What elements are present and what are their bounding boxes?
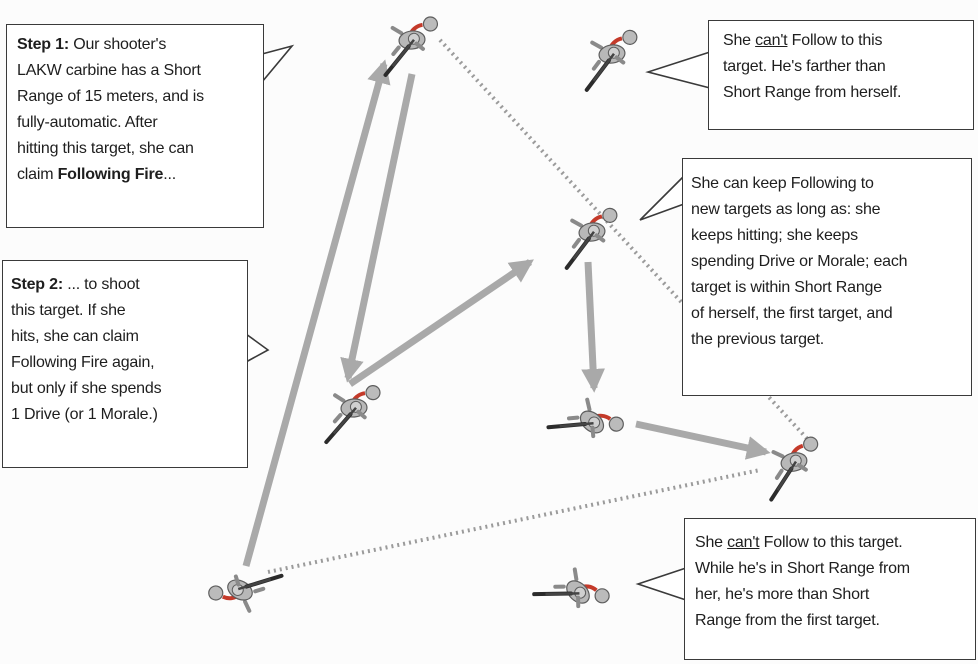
keep_following-line-6: of herself, the first target, and (691, 301, 967, 327)
step2-line-2: this target. If she (11, 298, 241, 324)
cant_first-line-1-under: can't (727, 534, 760, 551)
cant_first-line-3-text: her, he's more than Short (695, 586, 870, 603)
step2-line-3-text: hits, she can claim (11, 328, 139, 345)
cant_first-line-1: She can't Follow to this target. (695, 530, 971, 556)
keep_following-line-7: the previous target. (691, 327, 967, 353)
cant_first-line-4: Range from the first target. (695, 608, 971, 634)
cant_far-line-2: target. He's farther than (723, 54, 967, 80)
keep_following-line-4-text: spending Drive or Morale; each (691, 253, 908, 270)
keep_following-line-1-text: She can keep Following to (691, 175, 874, 192)
step1-tail (261, 44, 295, 83)
keep_following-line-4: spending Drive or Morale; each (691, 249, 967, 275)
step1-line-4-text: fully-automatic. After (17, 114, 158, 131)
step1-line-4: fully-automatic. After (17, 110, 257, 136)
step2-line-4: Following Fire again, (11, 350, 241, 376)
cant_far-line-1-rest: Follow to this (787, 32, 883, 49)
step2-line-1-rest: ... to shoot (62, 276, 140, 293)
cant_far-line-3: Short Range from herself. (723, 80, 967, 106)
keep_following-line-3: keeps hitting; she keeps (691, 223, 967, 249)
cant_first-line-2-text: While he's in Short Range from (695, 560, 910, 577)
step2-line-1: Step 2: ... to shoot (11, 272, 241, 298)
cant_first-line-4-text: Range from the first target. (695, 612, 880, 629)
arrow-shooter-to-target1 (242, 59, 391, 567)
step1-line-5-text: hitting this target, she can (17, 140, 194, 157)
cant_far-line-2-text: target. He's farther than (723, 58, 886, 75)
shooter-figure-icon (206, 549, 281, 623)
keep_following-line-6-text: of herself, the first target, and (691, 305, 893, 322)
step2-line-1-bold: Step 2: (11, 276, 63, 293)
arrow-target1-to-target2 (340, 73, 416, 383)
step1-line-2: LAKW carbine has a Short (17, 58, 257, 84)
follow-arrows (242, 59, 771, 567)
step1-line-1-bold: Step 1: (17, 36, 69, 53)
step1-line-2-text: LAKW carbine has a Short (17, 62, 201, 79)
soldier-figure-icon (320, 383, 386, 445)
soldier-figure-icon (546, 384, 629, 466)
keep_following-line-1: She can keep Following to (691, 171, 967, 197)
step1-line-6-rest: ... (163, 166, 176, 183)
step2-line-5: but only if she spends (11, 376, 241, 402)
step1-line-5: hitting this target, she can (17, 136, 257, 162)
arrow-target4-to-target5 (635, 420, 771, 460)
step2-line-5-text: but only if she spends (11, 380, 162, 397)
step2-line-6-text: 1 Drive (or 1 Morale.) (11, 406, 158, 423)
arrow-target3-to-target4 (581, 261, 605, 393)
step1-line-6: claim Following Fire... (17, 162, 257, 188)
cant-far-tail (645, 51, 711, 89)
keep_following-line-5: target is within Short Range (691, 275, 967, 301)
soldier-figure-icon (577, 27, 646, 92)
step2-line-6: 1 Drive (or 1 Morale.) (11, 402, 241, 428)
cant_far-line-3-text: Short Range from herself. (723, 84, 902, 101)
soldier-figure-icon (758, 433, 830, 502)
cant_first-line-3: her, he's more than Short (695, 582, 971, 608)
keep-following-tail (639, 175, 685, 221)
keep_following-line-2-text: new targets as long as: she (691, 201, 881, 218)
cant_far-line-1-under: can't (755, 32, 788, 49)
arrow-target2-to-target3 (348, 259, 534, 387)
step1-line-1-rest: Our shooter's (68, 36, 167, 53)
cant_far-line-1: She can't Follow to this (723, 28, 967, 54)
keep_following-line-5-text: target is within Short Range (691, 279, 882, 296)
callout-tails (245, 44, 711, 601)
step2-tail (245, 333, 270, 363)
callout-cant-follow-first: She can't Follow to this target. While he… (684, 518, 976, 660)
step1-line-1: Step 1: Our shooter's (17, 32, 257, 58)
callout-cant-follow-far: She can't Follow to this target. He's far… (708, 20, 974, 130)
step2-line-3: hits, she can claim (11, 324, 241, 350)
cant-first-tail (635, 567, 687, 601)
callout-keep-following: She can keep Following to new targets as … (682, 158, 972, 396)
cant_first-line-2: While he's in Short Range from (695, 556, 971, 582)
keep_following-line-3-text: keeps hitting; she keeps (691, 227, 858, 244)
step2-line-2-text: this target. If she (11, 302, 126, 319)
keep_following-line-2: new targets as long as: she (691, 197, 967, 223)
step1-line-6-bold: Following Fire (57, 166, 164, 183)
step1-line-6-pre: claim (17, 166, 58, 183)
cant_first-line-1-rest: Follow to this target. (759, 534, 903, 551)
cant_far-line-1-pre: She (723, 32, 756, 49)
soldier-figure-icon (557, 205, 626, 270)
step2-line-4-text: Following Fire again, (11, 354, 155, 371)
step1-line-3-text: Range of 15 meters, and is (17, 88, 204, 105)
cant_first-line-1-pre: She (695, 534, 728, 551)
callout-step2: Step 2: ... to shoot this target. If she h… (2, 260, 248, 468)
soldier-figure-icon (532, 554, 615, 636)
step1-line-3: Range of 15 meters, and is (17, 84, 257, 110)
keep_following-line-7-text: the previous target. (691, 331, 824, 348)
soldier-figure-icon (377, 14, 445, 77)
